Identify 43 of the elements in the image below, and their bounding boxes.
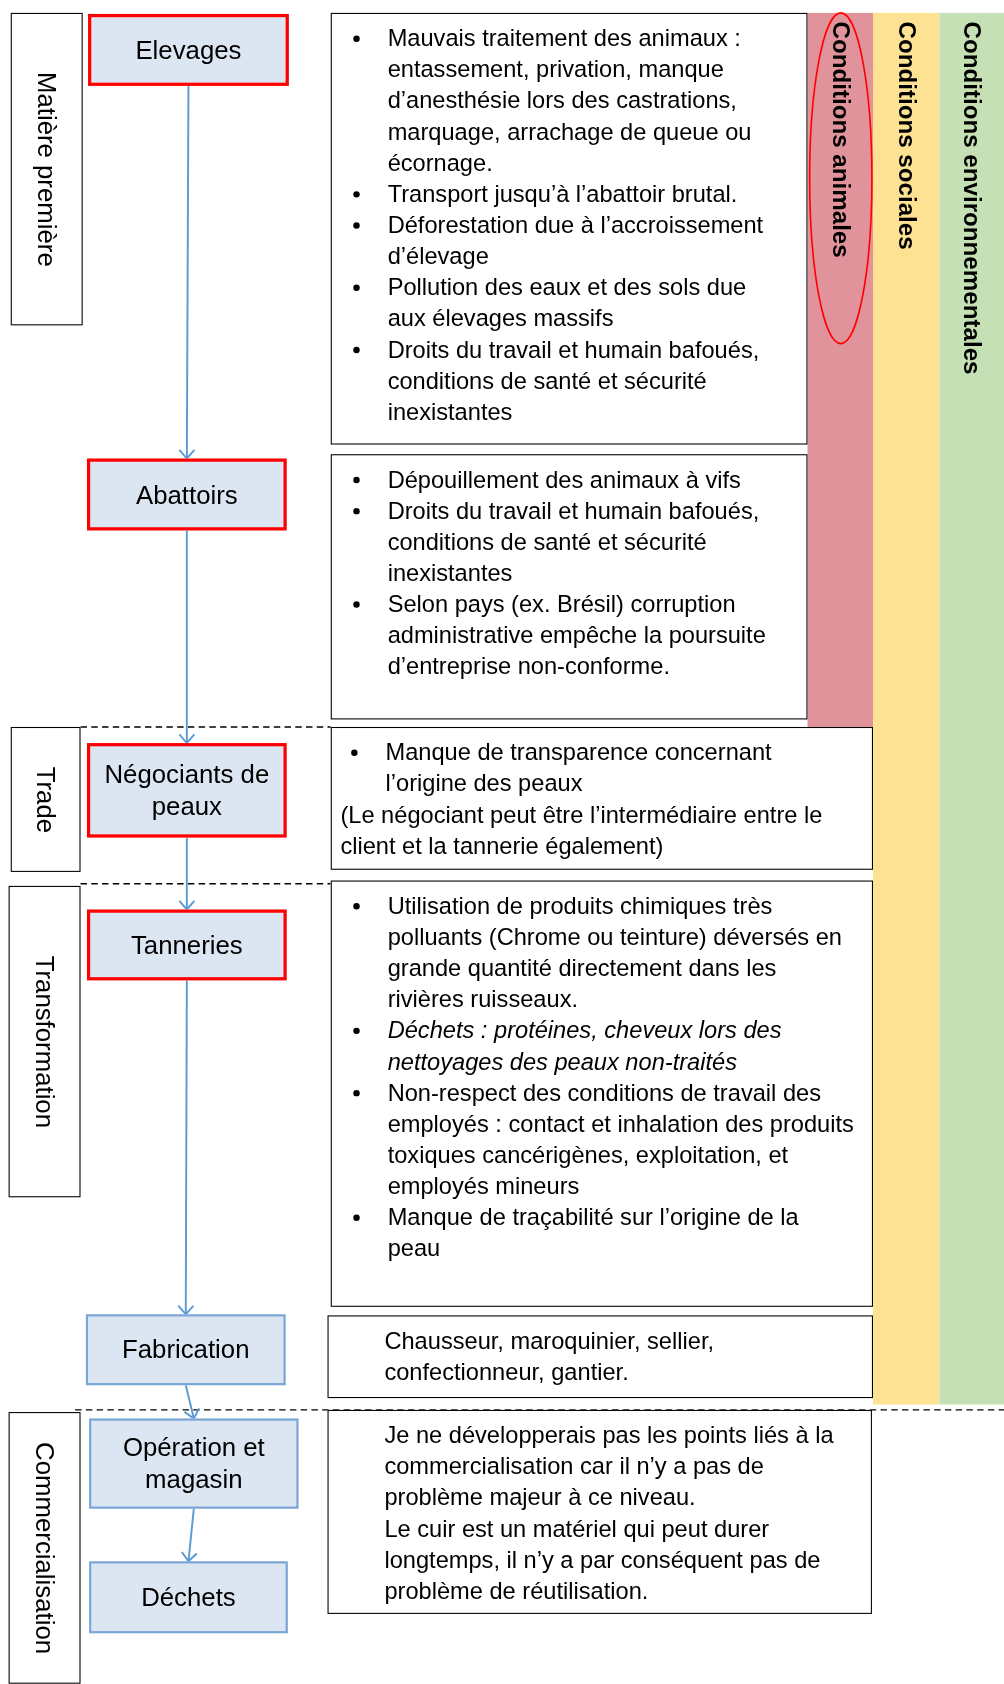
arrow [180,1507,198,1563]
list-item-text: Déchets : protéines, cheveux lors des nettoyages des peaux non-traités [387,1015,783,1077]
stage-label-box: Transformation [8,885,81,1198]
list-item-text: Mauvais traitement des animaux : entassement, privation, manque d’anesthésie lors des castrations, marquage, arrachage de queue ou écornage. [387,23,753,179]
stage-label-box: Commercialisation [8,1412,81,1684]
list-item-text: Utilisation de produits chimiques très polluants (Chrome ou teinture) déversés en grande quantité directement dans les rivières ruisseaux. [387,891,843,1015]
description-panel [330,726,873,870]
arrow [183,1384,201,1420]
process-box: Fabrication [85,1314,286,1386]
process-box: Négociants de peaux [87,743,287,838]
process-box: Abattoirs [87,458,287,531]
list-item-text: Non-respect des conditions de travail des employés : contact et inhalation des produits toxiques cancérigènes, exploitation, et employés mineurs [387,1078,855,1202]
arrow [178,836,196,911]
paragraph-text: Le cuir est un matériel qui peut durer longtemps, il n’y a par conséquent pas de problème de réutilisation. [384,1514,822,1607]
list-item-text: Manque de traçabilité sur l’origine de la peau [387,1202,800,1264]
paragraph-text: (Le négociant peut être l’intermédiaire entre le client et la tannerie également) [340,800,824,862]
list-item-text: Pollution des eaux et des sols due aux élevages massifs [387,272,748,334]
stage-label-box: Matière première [10,12,83,326]
list-item-text: Transport jusqu’à l’abattoir brutal. [387,179,739,210]
list-item-text: Droits du travail et humain bafoués, conditions de santé et sécurité inexistantes [387,335,761,428]
paragraph-text: Je ne développerais pas les points liés à la commercialisation car il n’y a pas de problème majeur à ce niveau. [384,1420,835,1513]
arrow [177,979,195,1316]
list-item-text: Droits du travail et humain bafoués, conditions de santé et sécurité inexistantes [387,496,761,589]
category-band: Conditions environnementales [939,12,1004,1405]
process-box: Déchets [89,1561,288,1634]
arrow [178,529,196,745]
paragraph-text: Chausseur, maroquinier, sellier, confectionneur, gantier. [384,1326,715,1388]
category-band: Conditions sociales [873,12,940,1405]
description-panel [327,1409,872,1614]
description-panel [327,1315,873,1399]
category-band: Conditions animales [807,12,873,727]
list-item-text: Déforestation due à l’accroissement d’élevage [387,210,765,272]
list-item-text: Dépouillement des animaux à vifs [387,465,742,495]
stage-label-box: Trade [10,726,81,872]
list-item-text: Selon pays (ex. Brésil) corruption administrative empêche la poursuite d’entreprise non-conforme. [387,589,767,682]
description-panel [330,12,808,445]
process-box: Elevages [88,13,289,86]
list-item-text: Manque de transparence concernant l’origine des peaux [385,737,773,799]
process-box: Opération et magasin [89,1418,299,1509]
description-panel [330,880,873,1307]
description-panel [330,454,808,720]
arrow [178,84,196,460]
process-box: Tanneries [87,909,287,981]
